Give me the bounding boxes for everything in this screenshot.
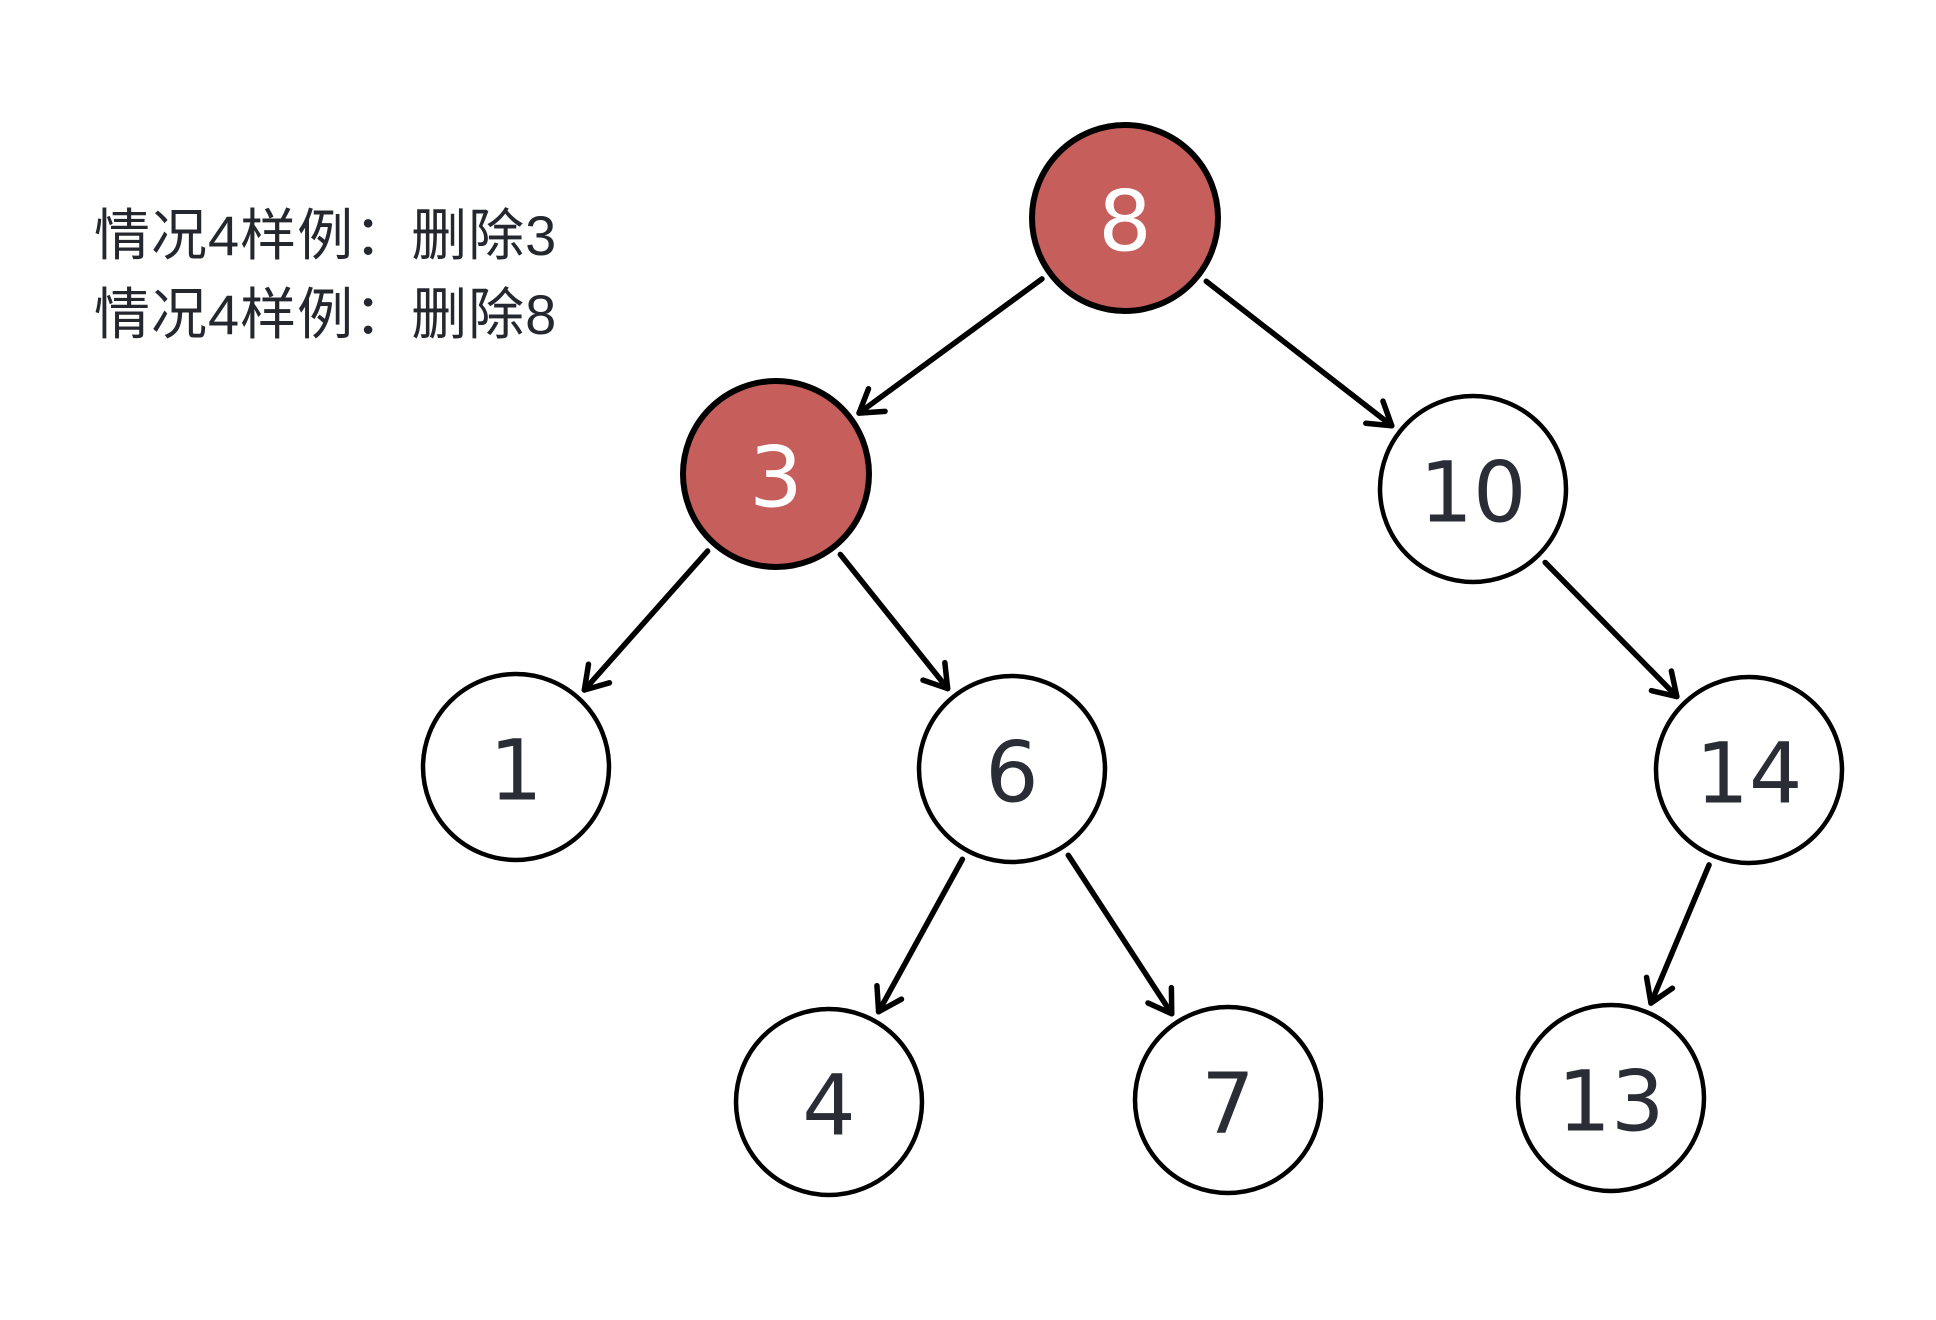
tree-node-label-13: 13	[1558, 1052, 1665, 1150]
tree-node-label-7: 7	[1201, 1054, 1254, 1152]
tree-node-label-4: 4	[802, 1056, 855, 1154]
tree-node-10: 10	[1377, 393, 1569, 585]
node-layer: 8 3 10 1 6 14 4 7 13	[420, 122, 1845, 1198]
tree-node-7: 7	[1132, 1004, 1324, 1196]
annotation-line-delete-3: 情况4样例：删除3	[94, 204, 558, 267]
tree-edge-3-to-6	[837, 551, 951, 692]
annotation-block: 情况4样例：删除3 情况4样例：删除8	[94, 196, 557, 354]
edge-layer	[581, 276, 1712, 1017]
tree-edge-8-to-3	[856, 276, 1045, 416]
tree-node-circle-6	[916, 673, 1108, 865]
tree-node-8: 8	[1029, 122, 1221, 314]
tree-node-label-14: 14	[1696, 724, 1803, 822]
tree-edge-8-to-10	[1203, 278, 1395, 429]
tree-node-label-6: 6	[985, 723, 1038, 821]
tree-node-label-8: 8	[1098, 172, 1151, 270]
tree-node-6: 6	[916, 673, 1108, 865]
tree-node-circle-4	[733, 1006, 925, 1198]
tree-node-label-1: 1	[489, 721, 542, 819]
tree-node-circle-14	[1653, 674, 1845, 866]
tree-node-label-10: 10	[1420, 443, 1527, 541]
tree-edge-3-to-1	[581, 548, 711, 693]
tree-node-circle-10	[1377, 393, 1569, 585]
tree-edge-6-to-7	[1065, 852, 1175, 1017]
tree-node-circle-3	[680, 378, 872, 570]
annotation-line-delete-8: 情况4样例：删除8	[94, 283, 558, 346]
tree-node-14: 14	[1653, 674, 1845, 866]
tree-edge-6-to-4	[874, 856, 966, 1015]
tree-node-13: 13	[1515, 1002, 1707, 1194]
tree-node-circle-7	[1132, 1004, 1324, 1196]
tree-node-label-3: 3	[749, 428, 802, 526]
tree-node-3: 3	[680, 378, 872, 570]
tree-node-circle-8	[1029, 122, 1221, 314]
tree-node-circle-1	[420, 671, 612, 863]
tree-edge-10-to-14	[1542, 559, 1680, 700]
tree-node-circle-13	[1515, 1002, 1707, 1194]
tree-node-1: 1	[420, 671, 612, 863]
tree-edge-14-to-13	[1643, 862, 1712, 1006]
tree-node-4: 4	[733, 1006, 925, 1198]
